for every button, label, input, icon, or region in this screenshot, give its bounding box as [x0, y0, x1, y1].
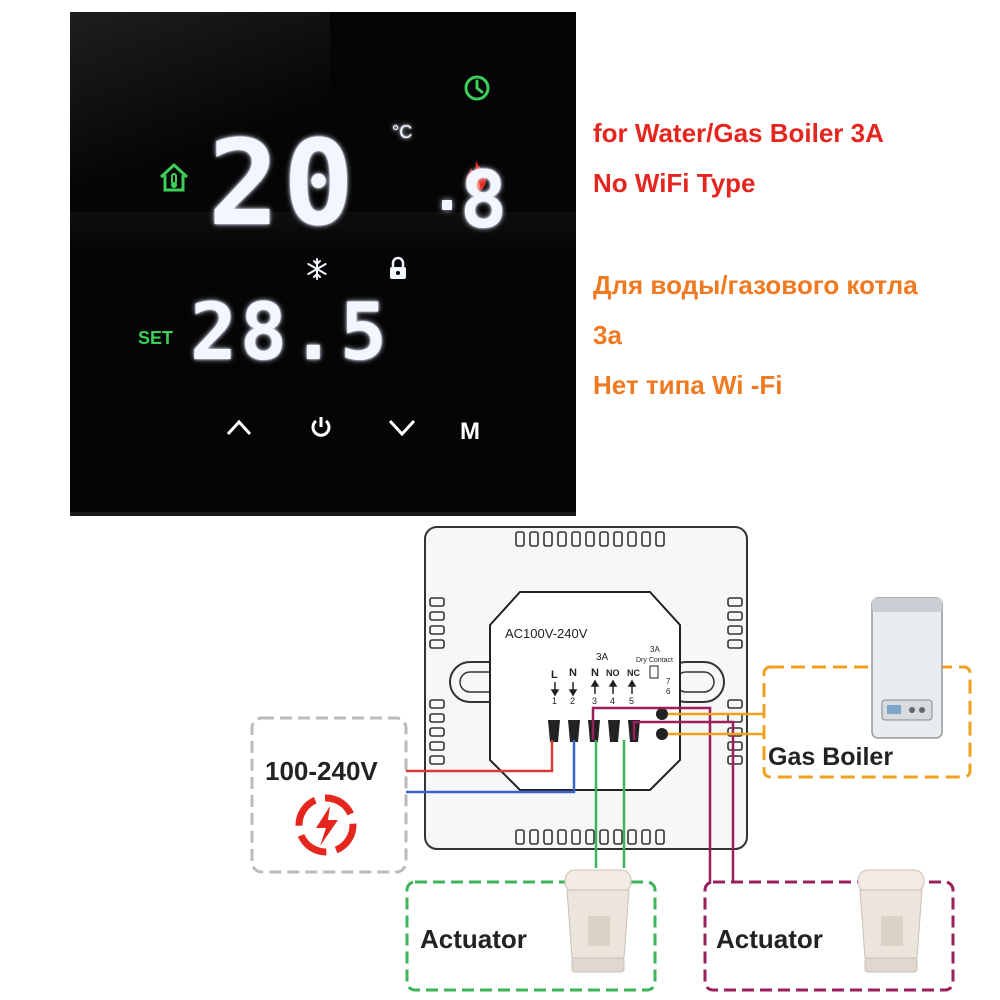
up-button[interactable]: [225, 416, 253, 438]
power-hazard-icon: [295, 794, 357, 856]
spec-ru-line3: Нет типа Wi -Fi: [593, 370, 783, 400]
relay-symbol: [649, 665, 659, 679]
power-button[interactable]: [308, 414, 334, 440]
actuator-left-label: Actuator: [420, 924, 527, 954]
actuator-left-box: [405, 880, 657, 992]
down-button[interactable]: [387, 416, 417, 438]
glass-reflection: [70, 12, 330, 182]
actuator-left-wires: [594, 740, 626, 868]
dry-contact-screw-top: [656, 708, 668, 720]
snowflake-icon: [307, 258, 327, 280]
dry-terminal-7: 7: [666, 677, 671, 686]
actuator-left-icon: [564, 869, 632, 973]
current-rating-label: 3A: [596, 652, 609, 663]
left-vents: [429, 597, 445, 765]
dry-contact-current: 3A: [650, 645, 660, 654]
boiler-box: [762, 665, 972, 779]
neutral-wire: [406, 740, 576, 794]
terminal-5-name: NC: [627, 668, 640, 678]
right-vents: [727, 597, 743, 765]
actuator-right-wires: [591, 706, 735, 882]
stray-dot: .: [572, 385, 575, 399]
terminal-1-name: L: [551, 669, 558, 681]
actuator-right-label: Actuator: [716, 924, 823, 954]
temperature-unit: °C: [392, 122, 413, 142]
top-vents: [515, 531, 665, 547]
terminal-arrows: [550, 679, 637, 697]
terminal-4-name: NO: [606, 668, 620, 678]
supply-box: [250, 716, 408, 874]
actuator-right-box: [703, 880, 955, 992]
supply-label: 100-240V: [265, 756, 378, 786]
spec-ru-line2: 3а: [593, 320, 622, 350]
clock-icon: [464, 75, 490, 101]
terminal-3-num: 3: [592, 696, 597, 706]
current-temperature: 20: [208, 114, 359, 252]
dry-contact-label: Dry Contact: [636, 657, 673, 664]
dry-contact-screw-bottom: [656, 728, 668, 740]
current-temperature-decimal: 8: [460, 156, 507, 246]
home-thermometer-icon: [159, 163, 189, 192]
dry-terminal-6: 6: [666, 687, 671, 696]
mode-button[interactable]: M: [460, 418, 480, 445]
gas-boiler-icon: [871, 597, 943, 739]
set-label: SET: [138, 328, 174, 348]
flame-icon: [466, 160, 486, 192]
terminal-5-num: 5: [629, 696, 634, 706]
spec-en-line2: No WiFi Type: [593, 168, 756, 198]
terminal-2-name: N: [569, 667, 577, 679]
set-temperature: 28.5: [190, 288, 390, 378]
spec-ru-line1: Для воды/газового котла: [593, 270, 918, 300]
actuator-right-icon: [857, 869, 925, 973]
glass-reflection-band: [70, 212, 576, 252]
power-rating-label: AC100V-240V: [505, 626, 588, 641]
live-wire: [406, 740, 554, 773]
spec-en-line1: for Water/Gas Boiler 3A: [593, 118, 884, 148]
boiler-wires: [668, 712, 765, 736]
boiler-label: Gas Boiler: [768, 743, 893, 771]
terminal-3-name: N: [591, 667, 599, 679]
thermostat-panel: 20 8 °C SET 28.5 M: [70, 12, 576, 516]
terminal-4-num: 4: [610, 696, 615, 706]
terminal-2-num: 2: [570, 696, 575, 706]
bottom-vents: [515, 829, 665, 845]
terminal-1-num: 1: [552, 696, 557, 706]
lock-icon: [390, 256, 406, 279]
terminal-module: [489, 591, 681, 791]
decimal-point: [442, 200, 452, 210]
